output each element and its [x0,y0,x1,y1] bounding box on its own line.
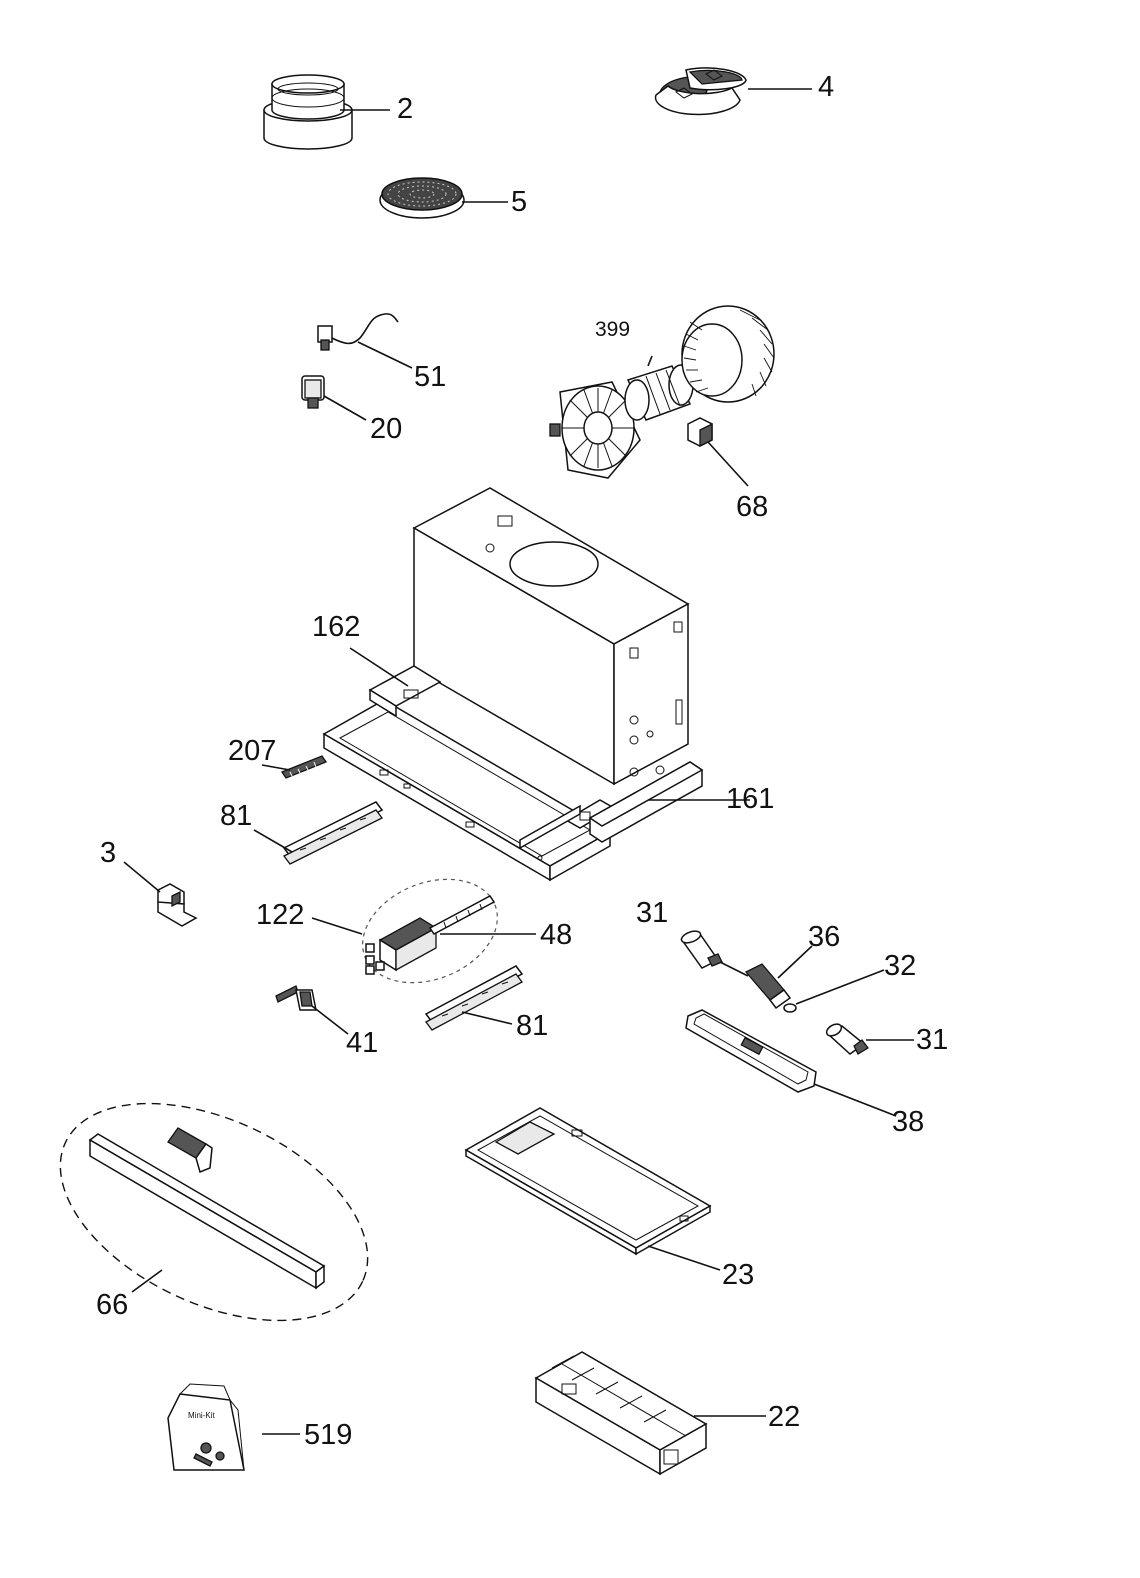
label-4: 4 [818,71,834,103]
front-panel-icon [588,761,704,843]
bulb-icon [680,930,723,969]
packaging-tray-icon [534,1351,708,1476]
label-31b: 31 [916,1024,948,1056]
label-51: 51 [414,361,446,393]
capacitor-icon [687,417,713,448]
spring-clip-icon [281,755,327,779]
leader-line-51 [357,341,413,369]
clip-icon [275,985,317,1011]
screw-bag-icon: Mini-Kit [167,1383,245,1471]
label-122: 122 [256,899,304,931]
label-23: 23 [722,1259,754,1291]
switch-kit-icon [362,878,498,984]
label-3: 3 [100,837,116,869]
connector-icon [783,1003,797,1013]
leader-line-66 [131,1269,163,1293]
label-66: 66 [96,1289,128,1321]
label-81a: 81 [220,800,252,832]
label-32: 32 [884,950,916,982]
label-5: 5 [511,186,527,218]
charcoal-filter-icon [379,177,465,219]
motor-fan-assembly-icon [549,305,775,479]
cover-plates-icon [654,67,747,116]
label-22: 22 [768,1401,800,1433]
label-36: 36 [808,921,840,953]
label-2: 2 [397,93,413,125]
label-48: 48 [540,919,572,951]
leader-line-32 [795,969,885,1005]
leader-line-38 [813,1083,897,1117]
leader-line-41 [311,1005,349,1035]
hood-body-icon [322,487,690,882]
light-cover-icon [685,1009,817,1093]
leader-line-68 [707,441,749,487]
leader-line-81b [461,1011,513,1025]
visor-icon [59,1102,369,1322]
bracket-icon [157,883,198,927]
label-38: 38 [892,1106,924,1138]
leader-line-3 [123,861,161,893]
leader-line-23 [647,1245,721,1271]
bulb-icon [825,1023,869,1055]
label-161: 161 [726,783,774,815]
leader-line-207 [261,764,291,771]
label-399: 399 [595,318,630,341]
leader-line-36 [777,945,813,979]
slide-rail-icon [424,965,524,1031]
lamp-holder-icon [301,375,325,409]
label-207: 207 [228,735,276,767]
leader-line-81a [253,829,293,853]
label-31a: 31 [636,897,668,929]
duct-collar-icon [263,74,353,150]
label-162: 162 [312,611,360,643]
grease-filter-icon [464,1107,712,1256]
switch-icon [365,895,496,975]
bag-label: Mini-Kit [188,1411,215,1420]
label-68: 68 [736,491,768,523]
leader-line-122 [311,917,363,935]
slide-rail-icon [282,801,384,865]
leader-line-20 [323,395,367,421]
leader-line-162 [349,647,409,687]
label-41: 41 [346,1027,378,1059]
label-519: 519 [304,1419,352,1451]
label-20: 20 [370,413,402,445]
label-81b: 81 [516,1010,548,1042]
cable-icon [317,313,399,351]
lamp-socket-icon [719,961,792,1010]
